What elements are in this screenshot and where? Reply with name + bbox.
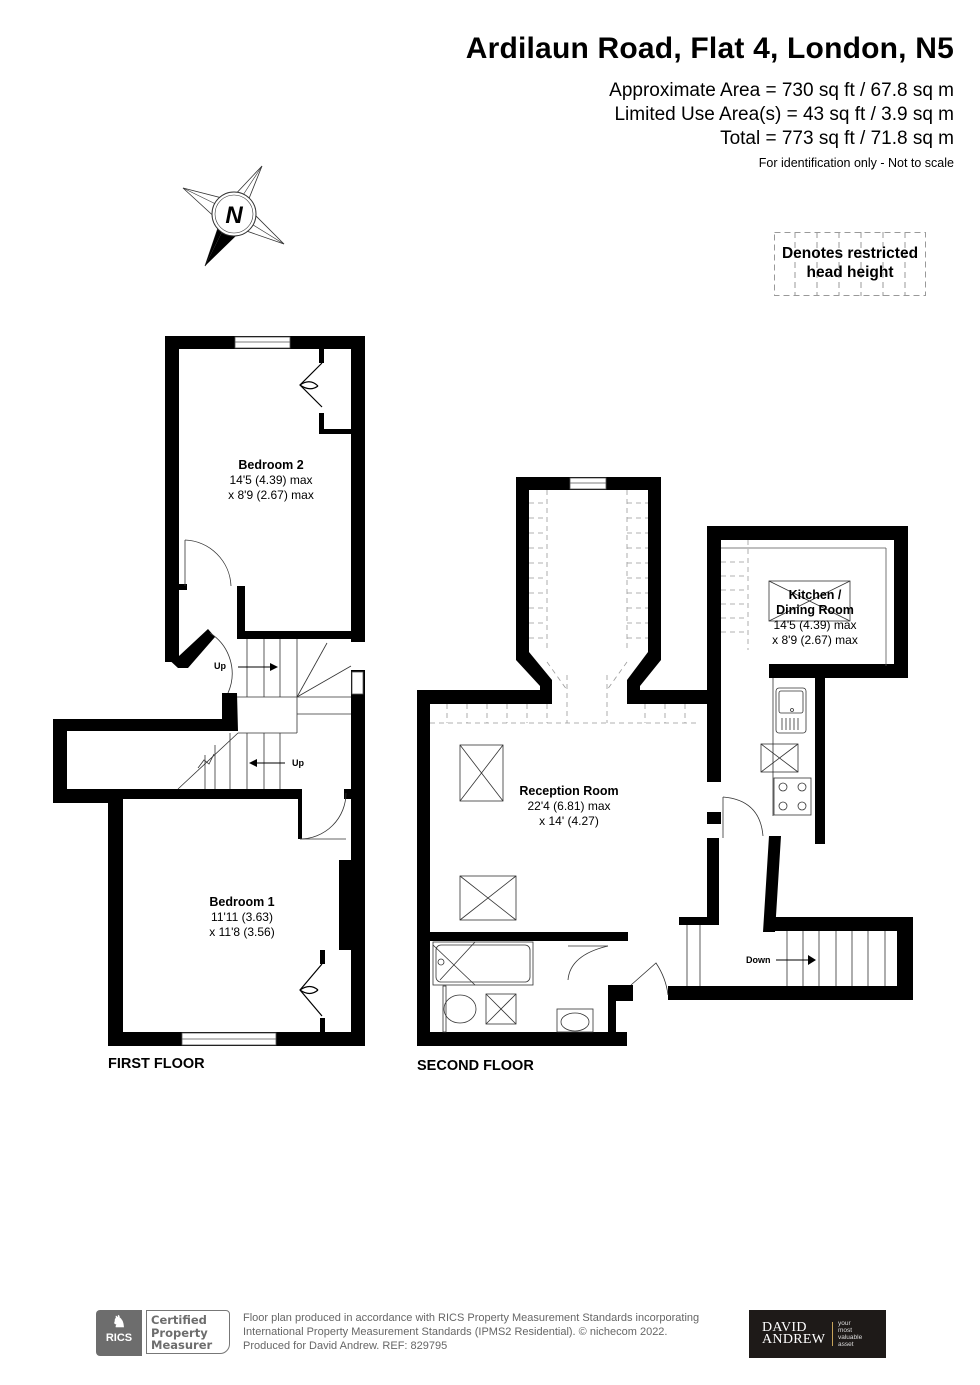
room-name: Bedroom 1 <box>209 895 275 909</box>
dashed-box-icon <box>774 232 926 296</box>
room-label-bedroom-1: Bedroom 1 11'11 (3.63) x 11'8 (3.56) <box>209 895 274 940</box>
restricted-height-hatching <box>446 502 748 723</box>
room-dimension: 11'11 (3.63) <box>211 910 273 924</box>
brand-name: DAVID ANDREW <box>762 1320 826 1347</box>
total-area: Total = 773 sq ft / 71.8 sq m <box>720 128 954 149</box>
david-andrew-logo: DAVID ANDREW your most valuable asset <box>749 1310 886 1358</box>
footer-text-line: Floor plan produced in accordance with R… <box>243 1312 700 1324</box>
room-dimension: x 8'9 (2.67) max <box>772 633 858 647</box>
room-name: Dining Room <box>776 603 854 617</box>
tagline-line: valuable <box>838 1334 863 1341</box>
property-title: Ardilaun Road, Flat 4, London, N5 <box>465 32 954 65</box>
compass-icon: N <box>182 165 285 267</box>
brand-name-line: ANDREW <box>762 1332 826 1347</box>
rics-badge: ♞ RICS Certified Property Measurer <box>96 1310 234 1356</box>
room-label-kitchen-dining: Kitchen / Dining Room 14'5 (4.39) max x … <box>772 588 858 648</box>
room-name: Reception Room <box>519 784 619 798</box>
room-dimension: x 8'9 (2.67) max <box>228 488 314 502</box>
footer-disclaimer: Floor plan produced in accordance with R… <box>243 1311 699 1353</box>
room-dimension: 14'5 (4.39) max <box>773 618 857 632</box>
room-dimension: 22'4 (6.81) max <box>527 799 611 813</box>
bathroom-fixtures <box>432 925 701 1033</box>
brand-divider <box>832 1322 833 1346</box>
room-dimension: x 11'8 (3.56) <box>209 925 275 939</box>
room-dimension: x 14' (4.27) <box>539 814 599 828</box>
second-floor-walls <box>417 477 913 1046</box>
kitchen-fixtures <box>722 678 812 838</box>
footer-text-line: International Property Measurement Stand… <box>243 1326 668 1338</box>
limited-use-area: Limited Use Area(s) = 43 sq ft / 3.9 sq … <box>614 104 954 125</box>
tagline-line: most <box>838 1327 853 1334</box>
floor-plan-drawing: N <box>53 165 913 1046</box>
cert-line: Measurer <box>151 1338 213 1352</box>
approximate-area: Approximate Area = 730 sq ft / 67.8 sq m <box>609 80 954 101</box>
rics-certification: Certified Property Measurer <box>146 1310 230 1354</box>
room-label-reception-room: Reception Room 22'4 (6.81) max x 14' (4.… <box>519 784 618 829</box>
compass-north-label: N <box>225 202 243 229</box>
cert-line: Certified <box>151 1313 207 1327</box>
stair-up-label: Up <box>214 661 226 671</box>
second-floor-label: SECOND FLOOR <box>417 1058 534 1074</box>
brand-name-line: DAVID <box>762 1320 807 1335</box>
lion-icon: ♞ <box>111 1314 127 1331</box>
tagline-line: asset <box>838 1341 854 1348</box>
footer-text-line: Produced for David Andrew. REF: 829795 <box>243 1340 448 1352</box>
stair-down-label: Down <box>746 955 771 965</box>
cert-line: Property <box>151 1325 208 1340</box>
room-dimension: 14'5 (4.39) max <box>229 473 313 487</box>
legend-text: Denotes restricted head height <box>781 245 919 281</box>
first-floor-label: FIRST FLOOR <box>108 1056 205 1072</box>
restricted-height-legend: Denotes restricted head height <box>774 232 926 296</box>
room-name: Kitchen / <box>788 588 842 602</box>
room-name: Bedroom 2 <box>238 458 304 472</box>
rics-logo-text: RICS <box>105 1332 133 1344</box>
brand-tagline: your most valuable asset <box>838 1320 862 1348</box>
tagline-line: your <box>838 1320 851 1327</box>
disclaimer: For identification only - Not to scale <box>758 156 954 170</box>
rics-logo: ♞ RICS <box>96 1310 142 1356</box>
room-label-bedroom-2: Bedroom 2 14'5 (4.39) max x 8'9 (2.67) m… <box>228 458 314 503</box>
skylights <box>459 580 851 921</box>
stair-up-label: Up <box>292 758 304 768</box>
